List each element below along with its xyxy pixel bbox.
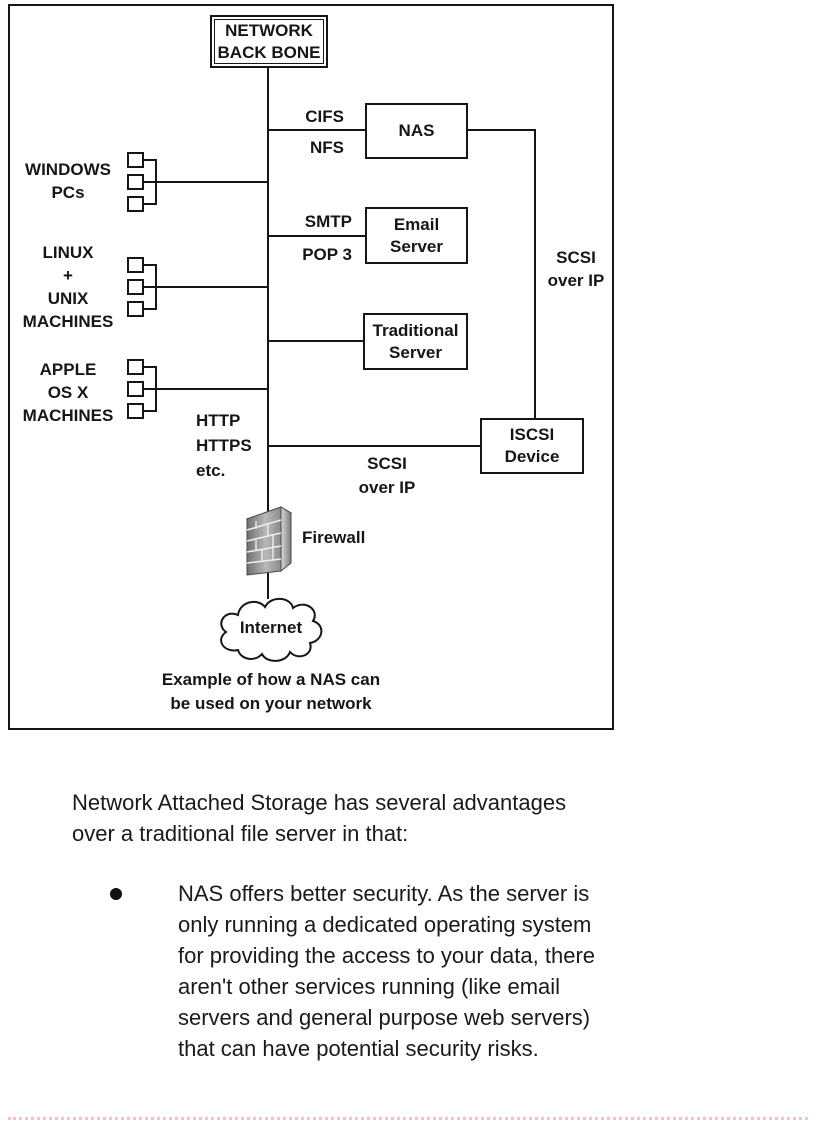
client-pc-icon [127, 174, 144, 190]
windows-branch-line [155, 181, 268, 183]
nfs-label: NFS [310, 138, 344, 157]
traditional-server-node: Traditional Server [363, 313, 468, 370]
internet-cloud-icon: Internet [210, 592, 332, 668]
apple-branch-line [155, 388, 268, 390]
firewall-icon [240, 500, 298, 576]
backbone-line [267, 68, 269, 599]
traditional-server-label: Traditional Server [372, 320, 459, 362]
cluster-stub-line [143, 203, 156, 205]
linux-unix-label: LINUX + UNIX MACHINES [22, 243, 114, 331]
intro-paragraph: Network Attached Storage has several adv… [72, 790, 567, 846]
cluster-stub-line [143, 410, 156, 412]
scsi-over-ip-bottom-label: SCSI over IP [358, 454, 416, 497]
pop3-label: POP 3 [302, 245, 352, 264]
iscsi-device-label: ISCSI Device [504, 425, 560, 466]
cluster-stub-line [143, 264, 156, 266]
client-pc-icon [127, 359, 144, 375]
windows-pcs-label: WINDOWS PCs [25, 160, 111, 202]
client-pc-icon [127, 257, 144, 273]
iscsi-device-node: ISCSI Device [480, 418, 584, 474]
cluster-stub-line [143, 388, 156, 390]
client-pc-icon [127, 403, 144, 419]
firewall-label: Firewall [302, 528, 366, 547]
client-pc-icon [127, 381, 144, 397]
internet-label: Internet [239, 618, 303, 637]
diagram-caption: Example of how a NAS can be used on your… [161, 670, 381, 713]
network-backbone-node: NETWORK BACK BONE [210, 15, 328, 68]
client-pc-icon [127, 279, 144, 295]
bullet-text: NAS offers better security. As the serve… [178, 881, 596, 1061]
cifs-label: CIFS [305, 107, 344, 126]
linux-unix-cluster [127, 257, 158, 317]
apple-cluster [127, 359, 158, 419]
email-server-label: Email Server [390, 214, 443, 256]
linux-branch-line [155, 286, 268, 288]
client-pc-icon [127, 152, 144, 168]
windows-cluster [127, 152, 158, 212]
client-pc-icon [127, 301, 144, 317]
network-backbone-label: NETWORK BACK BONE [217, 20, 321, 62]
diagram-border [8, 4, 614, 730]
bullet-marker [110, 888, 122, 900]
nas-right-line [468, 129, 536, 131]
apple-osx-label: APPLE OS X MACHINES [22, 360, 114, 425]
traditional-branch-line [268, 340, 363, 342]
scsi-over-ip-right-label: SCSI over IP [547, 248, 605, 290]
cluster-stub-line [143, 181, 156, 183]
cluster-stub-line [143, 366, 156, 368]
page-divider [8, 1117, 808, 1120]
nas-node: NAS [365, 103, 468, 159]
cifs-branch-line [268, 129, 365, 131]
smtp-branch-line [268, 235, 365, 237]
cluster-stub-line [143, 308, 156, 310]
nas-label: NAS [398, 121, 435, 140]
smtp-label: SMTP [304, 212, 352, 231]
http-label: HTTP HTTPS etc. [196, 411, 252, 480]
email-server-node: Email Server [365, 207, 468, 264]
http-branch-line [268, 445, 480, 447]
scsi-vertical-line [534, 129, 536, 419]
cluster-stub-line [143, 286, 156, 288]
cluster-stub-line [143, 159, 156, 161]
client-pc-icon [127, 196, 144, 212]
